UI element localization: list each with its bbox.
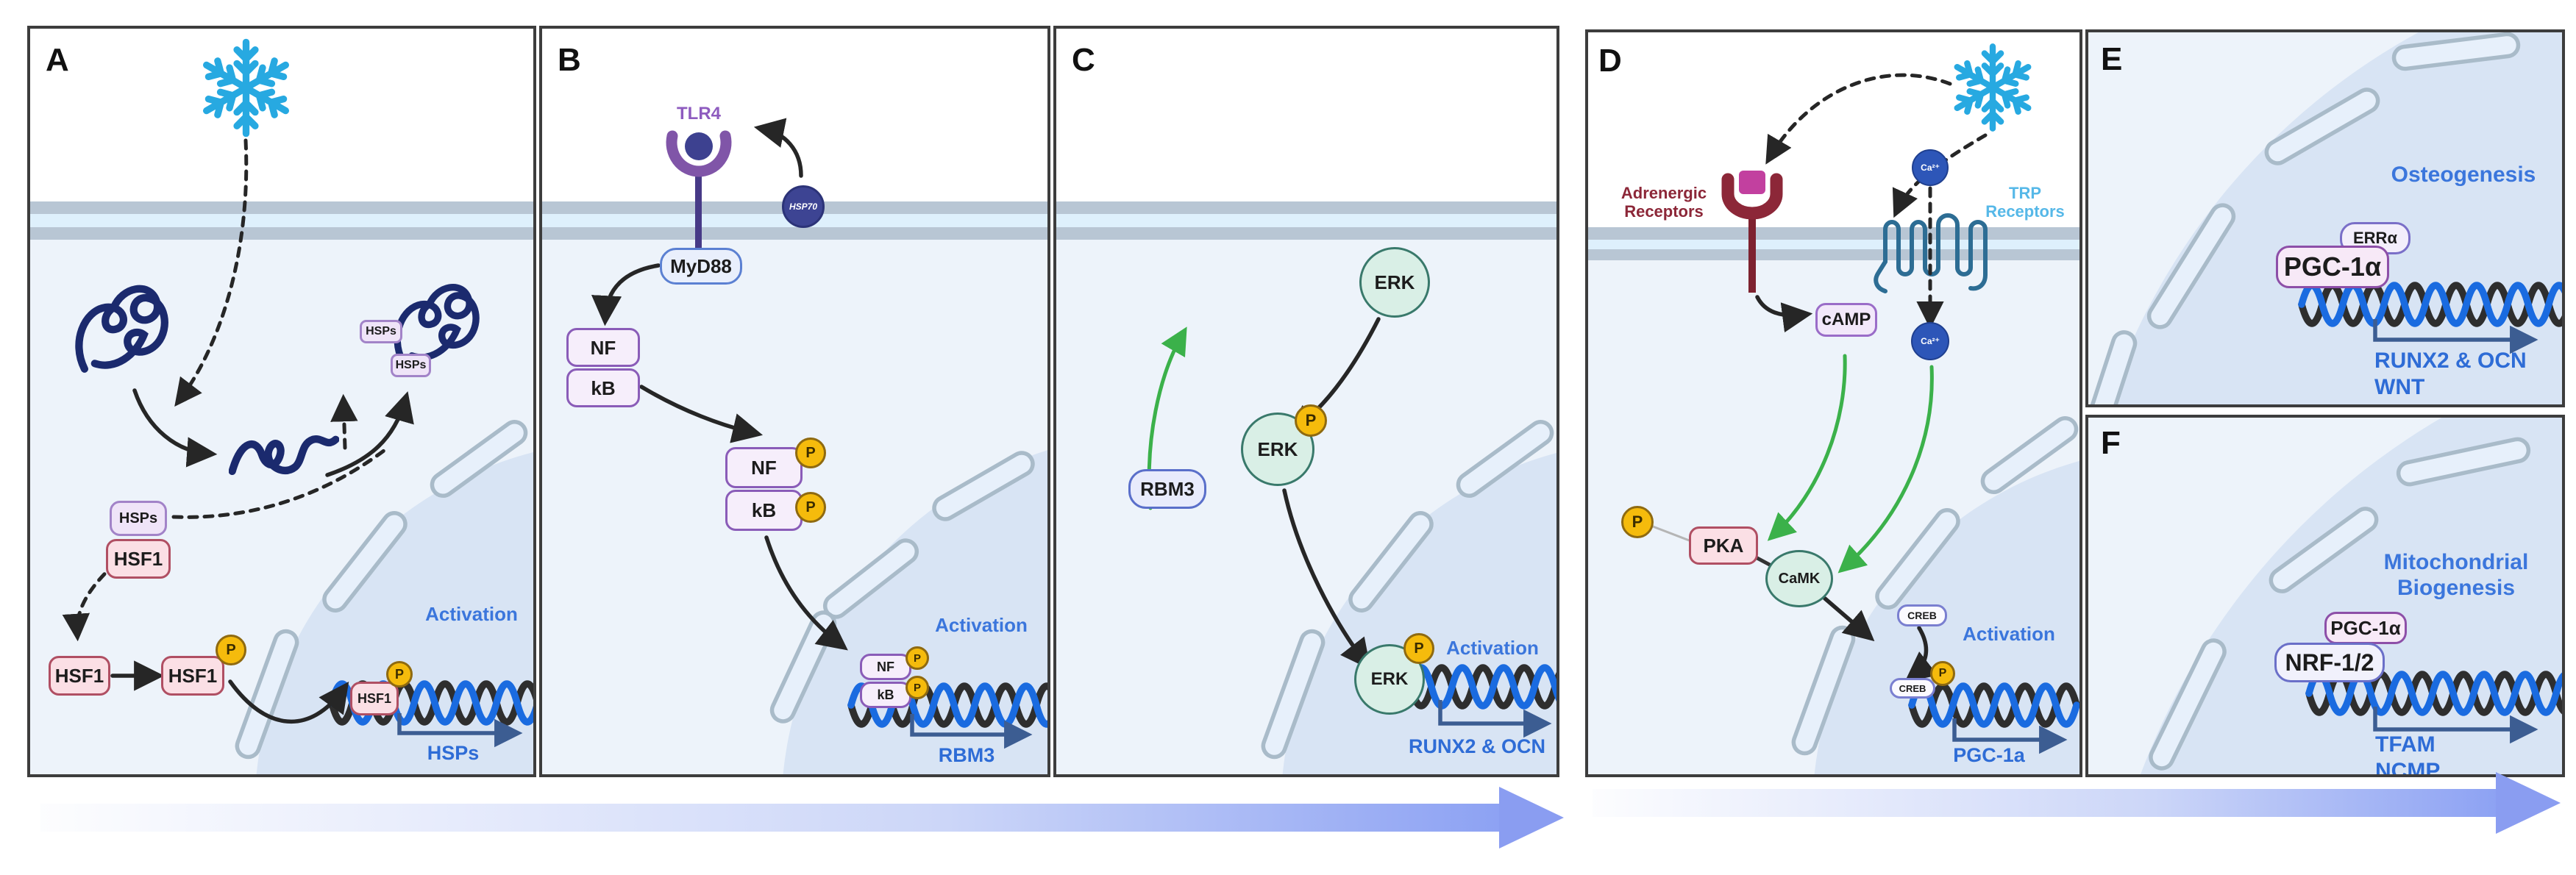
pgc1a-chip: PGC-1α	[2324, 612, 2407, 644]
panel-e: E Osteogenesis ERRα PGC-1α RUNX2 & OCN W…	[2085, 29, 2565, 407]
phosphate-badge: P	[905, 646, 929, 670]
panel-label-e: E	[2101, 41, 2123, 77]
creb-chip: CREB	[1897, 604, 1947, 626]
gene-label-tfam: TFAM	[2375, 732, 2436, 757]
dna-helix	[1908, 682, 2079, 754]
dna-helix	[2298, 282, 2562, 354]
gene-label-runx2-ocn: RUNX2 & OCN	[1408, 735, 1546, 757]
panel-label-c: C	[1072, 42, 1095, 78]
panel-label-f: F	[2101, 425, 2121, 461]
hsf1-phospho-chip: HSF1	[161, 656, 224, 696]
rbm3-chip: RBM3	[1128, 469, 1206, 509]
phosphate-badge: P	[216, 635, 246, 665]
nf-chip: NF	[566, 328, 640, 367]
hsps-chip-free: HSPs	[110, 501, 167, 536]
osteogenesis-title: Osteogenesis	[2391, 162, 2536, 187]
phosphate-badge: P	[905, 676, 929, 699]
dna-helix	[1407, 664, 1556, 738]
panel-d: D Adrenergic Receptors TRP Receptors Ca²…	[1585, 29, 2082, 777]
kb-chip: kB	[566, 368, 640, 407]
cell-membrane	[1588, 227, 2079, 260]
pgc1a-chip: PGC-1α	[2276, 246, 2389, 288]
panel-d-graphics	[1588, 32, 2079, 774]
panel-label-a: A	[46, 42, 69, 78]
trp-line2: Receptors	[1985, 202, 2065, 221]
panel-label-b: B	[558, 42, 581, 78]
hsf1-chip-bound: HSF1	[106, 539, 171, 579]
adrenergic-receptors-label: Adrenergic Receptors	[1595, 184, 1732, 221]
activation-label: Activation	[1446, 637, 1539, 659]
title-line1: Mitochondrial	[2383, 550, 2529, 574]
hsf1-chip-nucleus: HSF1	[350, 682, 399, 715]
panel-a-graphics	[30, 29, 533, 774]
nf-chip-nucleus: NF	[860, 654, 911, 680]
nrf12-chip: NRF-1/2	[2274, 643, 2385, 682]
panel-f: F Mitochondrial Biogenesis PGC-1α NRF-1/…	[2085, 415, 2565, 777]
phosphate-badge: P	[1295, 404, 1327, 437]
cell-membrane	[1056, 201, 1556, 240]
phosphate-badge: P	[386, 661, 413, 688]
adrenergic-line2: Receptors	[1624, 202, 1704, 221]
flow-arrow-left	[40, 787, 1564, 849]
gene-label-ncmp: NCMP	[2375, 759, 2441, 777]
snowflake-icon	[1953, 46, 2032, 128]
phosphate-badge: P	[1403, 633, 1434, 664]
hsf1-chip: HSF1	[49, 656, 110, 696]
camk-chip: CaMK	[1765, 550, 1833, 607]
trp-channel	[1874, 213, 1988, 293]
mitochondrial-biogenesis-title: Mitochondrial Biogenesis	[2349, 550, 2562, 601]
gene-label-wnt: WNT	[2374, 375, 2425, 399]
nf-phospho-chip: NF	[725, 447, 803, 488]
kb-phospho-chip: kB	[725, 490, 803, 531]
gene-label-pgc1a: PGC-1a	[1953, 744, 2025, 766]
kb-chip-nucleus: kB	[860, 682, 911, 708]
hsp70-chip: HSP70	[782, 185, 825, 228]
hsps-chip-on-protein-1: HSPs	[360, 320, 402, 343]
calcium-ion: Ca²⁺	[1912, 149, 1949, 186]
phosphate-badge: P	[795, 438, 826, 468]
tlr4-label: TLR4	[677, 104, 721, 124]
adrenergic-receptor	[1721, 171, 1783, 293]
erk-chip: ERK	[1359, 247, 1430, 318]
activation-label: Activation	[425, 603, 518, 625]
myd88-chip: MyD88	[660, 248, 742, 285]
trp-line1: TRP	[2009, 184, 2041, 202]
activation-label: Activation	[935, 614, 1028, 636]
pathway-arrows	[62, 138, 414, 724]
flow-arrowhead-right	[2496, 772, 2561, 834]
gene-label-rbm3: RBM3	[938, 744, 995, 766]
gene-label-runx2-ocn: RUNX2 & OCN	[2374, 349, 2527, 373]
panel-label-d: D	[1598, 43, 1622, 79]
gene-label-hsps: HSPs	[427, 742, 480, 764]
panel-b: B TLR4 HSP70 MyD88 NF kB NF kB P P NF kB…	[539, 26, 1050, 777]
cell-membrane	[30, 201, 533, 240]
panel-c-graphics	[1056, 201, 1556, 774]
snowflake-icon	[202, 42, 290, 133]
phosphate-badge: P	[795, 492, 826, 523]
activation-label: Activation	[1963, 623, 2055, 645]
flow-arrowhead-left	[1499, 787, 1564, 849]
tlr4-receptor	[666, 130, 732, 249]
camp-chip: cAMP	[1815, 303, 1877, 337]
phosphate-badge: P	[1621, 506, 1654, 538]
adrenergic-line1: Adrenergic	[1620, 184, 1707, 202]
panel-e-graphics	[2088, 32, 2562, 404]
panel-c: C ERK ERK P RBM3 ERK P Activation RUNX2 …	[1053, 26, 1559, 777]
pathway-arrows	[1652, 73, 1988, 682]
trp-receptors-label: TRP Receptors	[1969, 184, 2079, 221]
panel-f-graphics	[2088, 418, 2562, 774]
calcium-ion-cytosol: Ca²⁺	[1911, 322, 1949, 360]
hsps-chip-on-protein-2: HSPs	[391, 354, 431, 377]
panel-a: A HSPs HSPs HSPs HSF1 HSF1 HSF1 P HSF1 P…	[27, 26, 536, 777]
phosphate-badge: P	[1930, 661, 1955, 686]
flow-arrow-right	[1593, 772, 2561, 834]
title-line2: Biogenesis	[2397, 575, 2516, 600]
pka-chip: PKA	[1689, 526, 1758, 565]
creb-phospho-chip: CREB	[1890, 678, 1935, 699]
erra-chip: ERRα	[2340, 222, 2410, 254]
pathway-arrows	[591, 118, 848, 651]
